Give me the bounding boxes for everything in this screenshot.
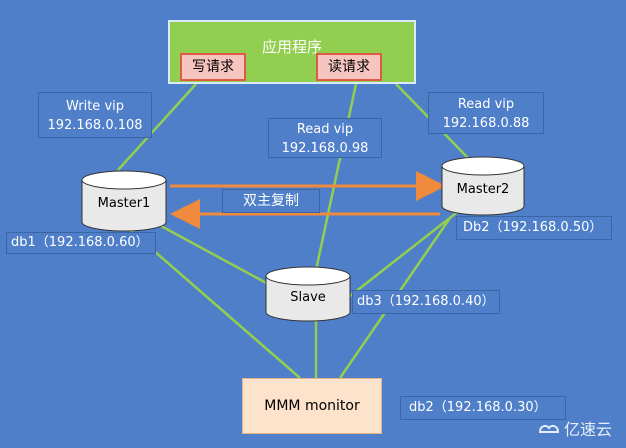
master1-label: Master1 bbox=[97, 196, 151, 211]
write-vip-label: Write vip bbox=[65, 99, 124, 114]
master1-cylinder bbox=[81, 170, 167, 232]
master2-cylinder bbox=[441, 156, 525, 216]
mmm-monitor-box: MMM monitor bbox=[242, 378, 382, 434]
link-app-slave bbox=[314, 83, 358, 271]
db1-host-box: db1（192.168.0.60） bbox=[6, 232, 156, 254]
read-vip-right-box: Read vip 192.168.0.88 bbox=[428, 92, 544, 134]
link-app-master1 bbox=[117, 83, 197, 171]
read-vip-right-label: Read vip bbox=[457, 97, 515, 112]
read-request-box: 读请求 bbox=[316, 53, 382, 81]
read-vip-center-label: Read vip bbox=[296, 122, 354, 137]
slave-label: Slave bbox=[290, 290, 326, 305]
master2-label: Master2 bbox=[456, 182, 510, 197]
application-title: 应用程序 bbox=[261, 38, 322, 56]
link-master2-slave bbox=[349, 209, 461, 297]
db2-monitor-host-box: db2（192.168.0.30） bbox=[400, 396, 566, 420]
db2-master-host-box: Db2（192.168.0.50） bbox=[456, 216, 612, 240]
read-vip-right-ip: 192.168.0.88 bbox=[442, 116, 530, 131]
write-request-box: 写请求 bbox=[180, 53, 246, 81]
watermark-text: 亿速云 bbox=[563, 420, 612, 439]
write-vip-box: Write vip 192.168.0.108 bbox=[38, 92, 152, 138]
yisu-cloud-logo-icon bbox=[538, 424, 559, 433]
write-vip-ip: 192.168.0.108 bbox=[47, 118, 143, 133]
link-master1-slave bbox=[149, 218, 271, 287]
read-vip-center-ip: 192.168.0.98 bbox=[281, 141, 369, 156]
application-box: 应用程序 bbox=[168, 20, 416, 84]
link-master1-monitor bbox=[129, 229, 301, 379]
read-vip-center-box: Read vip 192.168.0.98 bbox=[268, 118, 382, 158]
watermark: 亿速云 bbox=[538, 416, 612, 440]
db3-host-box: db3（192.168.0.40） bbox=[352, 290, 500, 314]
replication-label: 双主复制 bbox=[222, 189, 320, 213]
slave-cylinder bbox=[265, 266, 351, 322]
